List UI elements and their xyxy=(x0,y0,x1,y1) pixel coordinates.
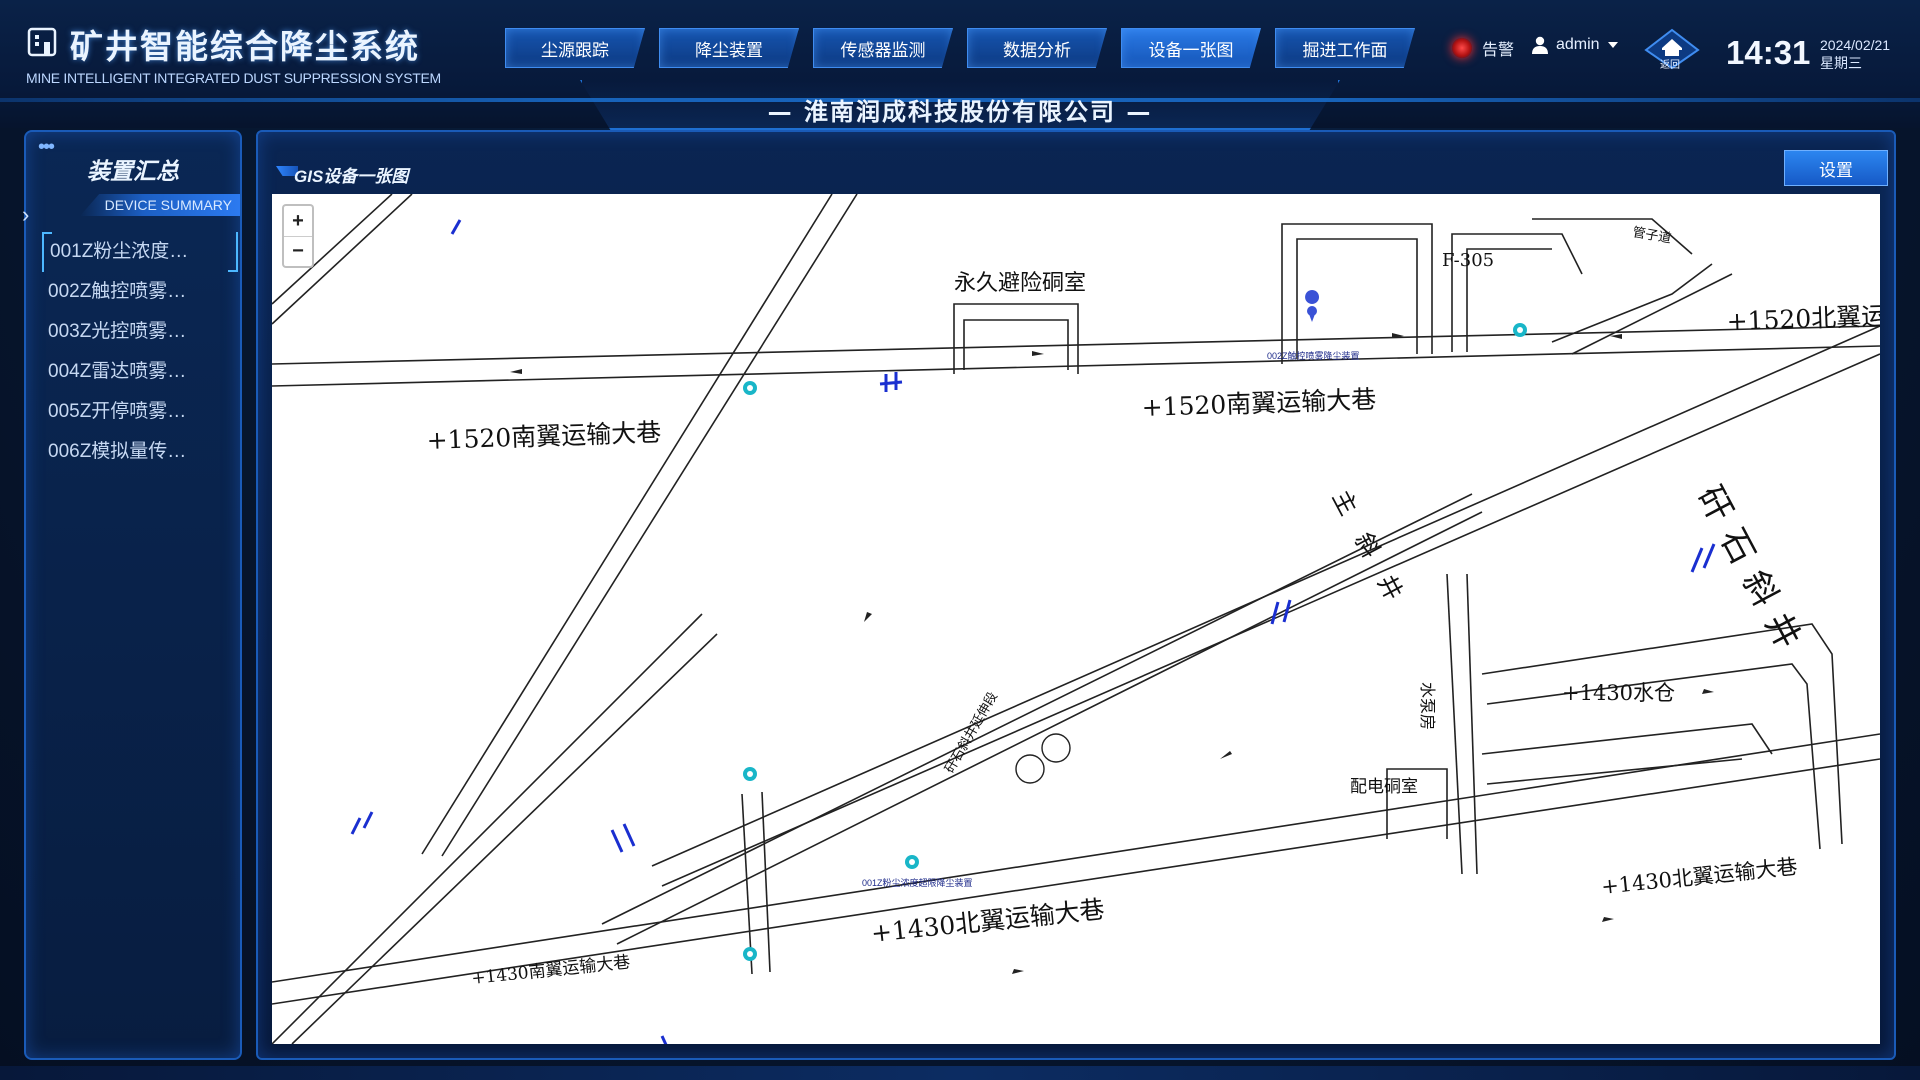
pump-room-label: 水泵房 xyxy=(1418,682,1437,730)
tunnel-1520-top xyxy=(272,325,1880,365)
app-title: 矿井智能综合降尘系统 xyxy=(70,27,420,66)
nav-sensor-monitoring[interactable]: 传感器监测 xyxy=(813,28,953,68)
mine-map-drawing[interactable]: 永久避险硐室 F-305 +1520南翼运输大巷 +1520南翼运输大巷 +15… xyxy=(272,194,1880,1044)
panel-dots-icon: ••• xyxy=(38,136,55,158)
fire-symbol-icon xyxy=(1015,733,1071,784)
device-item-004[interactable]: 004Z雷达喷雾… xyxy=(48,361,187,382)
water-tank-label: +1430水仓 xyxy=(1562,681,1675,705)
settings-button[interactable]: 设置 xyxy=(1784,150,1888,186)
device-marker-icon[interactable] xyxy=(743,381,757,395)
gis-map-panel: GIS设备一张图 设置 xyxy=(256,130,1896,1060)
date-block: 2024/02/21 星期三 xyxy=(1820,36,1890,72)
road-1520-north-label: +1520北翼运输 xyxy=(1726,301,1880,336)
device-marker-icon[interactable] xyxy=(743,767,757,781)
device-marker-icon[interactable] xyxy=(1513,323,1527,337)
date-text: 2024/02/21 xyxy=(1820,37,1891,53)
device-marker-icon[interactable] xyxy=(905,855,919,869)
device-list: 001Z粉尘浓度… 002Z触控喷雾… 003Z光控喷雾… 004Z雷达喷雾… … xyxy=(42,232,238,472)
title-marker-icon xyxy=(276,166,298,176)
road-1430-south-label: +1430南翼运输大巷 xyxy=(470,952,631,989)
road-1430-north-a-label: +1430北翼运输大巷 xyxy=(870,895,1106,948)
nav-dust-source-tracking[interactable]: 尘源跟踪 xyxy=(505,28,645,68)
tunnel-lines xyxy=(272,194,1880,1044)
device-item-002[interactable]: 002Z触控喷雾… xyxy=(48,281,187,302)
pipe-road-label: 管子道 xyxy=(1631,225,1672,247)
gangue-extension-label: 矸石斜井延伸段 xyxy=(942,690,1000,776)
main-incline-label: 主斜井 xyxy=(1327,486,1419,626)
location-pin-icon[interactable] xyxy=(1305,290,1320,322)
alarm-light-icon xyxy=(1452,38,1472,58)
road-1520-south-a-label: +1520南翼运输大巷 xyxy=(426,418,661,455)
device-001-map-label: 001Z粉尘浓度超限降尘装置 xyxy=(862,877,973,888)
road-1520-south-b-label: +1520南翼运输大巷 xyxy=(1141,385,1376,422)
power-room-label: 配电硐室 xyxy=(1350,777,1418,797)
device-labels: 002Z触控喷雾降尘装置 001Z粉尘浓度超限降尘装置 xyxy=(862,350,1360,888)
device-summary-title: 装置汇总 xyxy=(87,159,179,185)
tunnel-1520-bottom xyxy=(272,345,1880,387)
nav-heading-face[interactable]: 掘进工作面 xyxy=(1275,28,1415,68)
home-icon[interactable] xyxy=(1642,26,1702,70)
device-summary-subtitle: DEVICE SUMMARY xyxy=(80,194,240,216)
alarm-label: 告警 xyxy=(1482,42,1515,59)
nav-data-analysis[interactable]: 数据分析 xyxy=(967,28,1107,68)
device-summary-panel: ••• 装置汇总 DEVICE SUMMARY › 001Z粉尘浓度… 002Z… xyxy=(22,130,242,1060)
user-name: admin xyxy=(1556,36,1600,53)
clock-time: 14:31 xyxy=(1726,34,1811,71)
company-banner-frame xyxy=(580,80,1340,130)
device-marker-icon[interactable] xyxy=(743,947,757,961)
building-logo-icon xyxy=(27,27,57,57)
app-subtitle: MINE INTELLIGENT INTEGRATED DUST SUPPRES… xyxy=(26,70,441,86)
chevron-down-icon xyxy=(1607,42,1618,48)
f305-label: F-305 xyxy=(1442,250,1494,271)
gis-map[interactable]: 永久避险硐室 F-305 +1520南翼运输大巷 +1520南翼运输大巷 +15… xyxy=(272,194,1880,1044)
user-icon xyxy=(1532,36,1548,54)
home-label: 返回 xyxy=(1660,60,1680,71)
user-menu[interactable]: admin xyxy=(1532,36,1618,54)
alarm-indicator[interactable]: 告警 xyxy=(1452,36,1514,60)
device-item-006[interactable]: 006Z模拟量传… xyxy=(48,441,187,462)
zoom-control: + − xyxy=(282,204,314,268)
company-name: — 淮南润成科技股份有限公司 — xyxy=(767,98,1153,126)
device-item-005[interactable]: 005Z开停喷雾… xyxy=(48,401,187,422)
zoom-out-button[interactable]: − xyxy=(284,236,312,266)
nav-device-map[interactable]: 设备一张图 xyxy=(1121,28,1261,68)
device-item-001[interactable]: 001Z粉尘浓度… xyxy=(42,232,238,272)
zoom-in-button[interactable]: + xyxy=(292,209,304,232)
footer-band xyxy=(0,1066,1920,1080)
device-002-map-label: 002Z触控喷雾降尘装置 xyxy=(1267,350,1360,361)
header: 矿井智能综合降尘系统 MINE INTELLIGENT INTEGRATED D… xyxy=(0,0,1920,130)
ventilation-doors xyxy=(350,219,1716,1044)
top-nav: 尘源跟踪 降尘装置 传感器监测 数据分析 设备一张图 掘进工作面 xyxy=(505,28,1415,68)
header-divider xyxy=(0,98,1920,102)
nav-dust-suppression-devices[interactable]: 降尘装置 xyxy=(659,28,799,68)
road-1430-north-b-label: +1430北翼运输大巷 xyxy=(1600,855,1798,899)
gis-map-title: GIS设备一张图 xyxy=(294,167,409,186)
map-labels: 永久避险硐室 F-305 +1520南翼运输大巷 +1520南翼运输大巷 +15… xyxy=(426,225,1880,989)
refuge-label: 永久避险硐室 xyxy=(954,271,1086,296)
device-markers[interactable] xyxy=(743,290,1527,961)
device-item-003[interactable]: 003Z光控喷雾… xyxy=(48,321,187,342)
weekday-text: 星期三 xyxy=(1820,55,1862,71)
flow-arrows xyxy=(510,333,1714,974)
collapse-arrow-icon[interactable]: › xyxy=(22,202,30,227)
